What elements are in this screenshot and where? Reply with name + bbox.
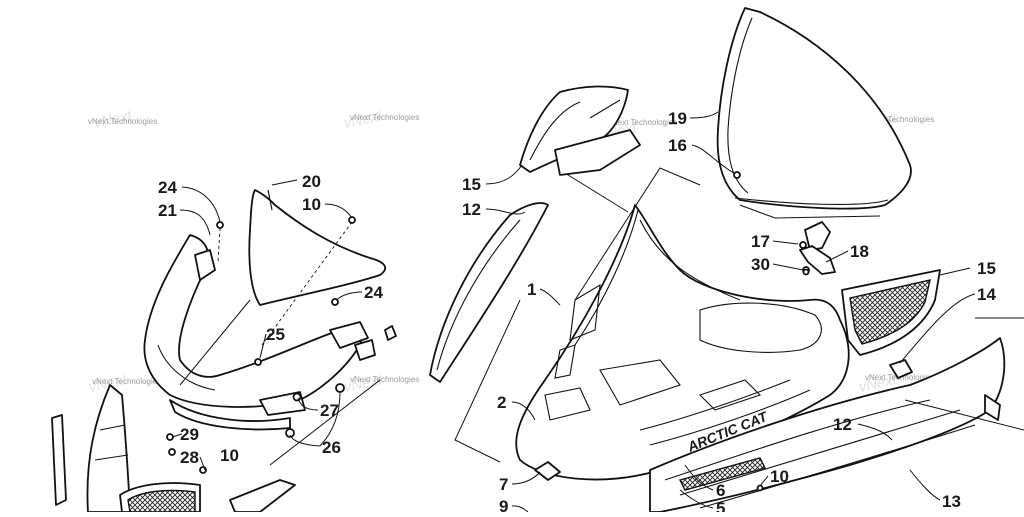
frame-lines (454, 167, 701, 463)
callout-12: 12 (462, 200, 481, 219)
callout-28: 28 (180, 448, 199, 467)
watermark: vNext Technologies (88, 117, 157, 126)
callout-30: 30 (751, 255, 770, 274)
callout-24: 24 (158, 178, 177, 197)
callout-17: 17 (751, 232, 770, 251)
callout-21: 21 (158, 201, 177, 220)
callouts: 24 21 20 10 24 25 27 26 29 28 10 15 12 1… (158, 109, 996, 517)
callout-10: 10 (220, 446, 239, 465)
left-side-panel (429, 85, 641, 383)
callout-1: 1 (527, 280, 536, 299)
right-side-panel (649, 337, 1006, 513)
callout-18: 18 (850, 242, 869, 261)
callout-13: 13 (942, 492, 961, 511)
callout-20: 20 (302, 172, 321, 191)
watermark: vNext Technologies (350, 113, 419, 122)
callout-6: 6 (716, 481, 725, 500)
right-mesh-vent (841, 269, 941, 356)
callout-27: 27 (320, 401, 339, 420)
callout-24: 24 (364, 283, 383, 302)
windshield-bracket (733, 171, 836, 275)
callout-12: 12 (833, 415, 852, 434)
callout-25: 25 (266, 325, 285, 344)
callout-5: 5 (716, 499, 725, 512)
callout-7: 7 (499, 475, 508, 494)
leader-lines (171, 111, 976, 513)
callout-2: 2 (497, 393, 506, 412)
right-edge-lines (904, 317, 1024, 431)
watermark: vNext Technologies (350, 375, 419, 384)
callout-10: 10 (770, 467, 789, 486)
small-windscreen (248, 189, 387, 306)
callout-19: 19 (668, 109, 687, 128)
callout-15: 15 (977, 259, 996, 278)
guide-lines (179, 221, 381, 466)
callout-29: 29 (180, 425, 199, 444)
callout-15: 15 (462, 175, 481, 194)
callout-26: 26 (322, 438, 341, 457)
windshield (716, 7, 912, 219)
callout-9: 9 (499, 497, 508, 512)
watermark: vNext Technologies (92, 377, 161, 386)
callout-16: 16 (668, 136, 687, 155)
watermark: vNext Technologies (608, 118, 677, 127)
lower-left-parts (51, 384, 296, 513)
watermark: vNext Technologies (865, 115, 934, 124)
callout-14: 14 (977, 285, 996, 304)
callout-10: 10 (302, 195, 321, 214)
